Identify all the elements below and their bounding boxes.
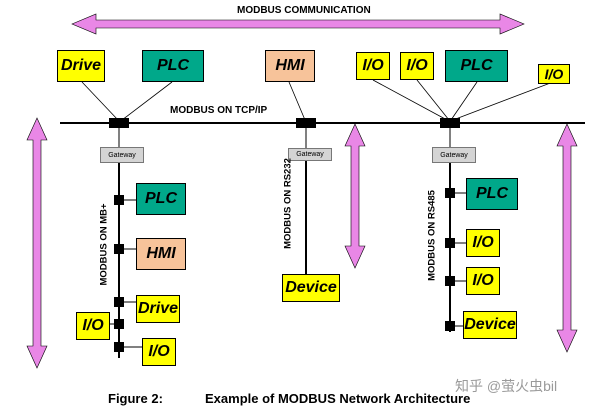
mb-plus-io-bottom-box: I/O — [142, 338, 176, 366]
rs485-device-box: Device — [463, 311, 517, 339]
mb-plus-plc-box: PLC — [136, 183, 186, 215]
top-plc-left-box: PLC — [142, 50, 204, 82]
top-plc-right-box: PLC — [445, 50, 508, 82]
left-vertical-arrow — [26, 117, 48, 369]
gateway-right: Gateway — [432, 147, 476, 163]
communication-arrow — [71, 13, 525, 35]
watermark-text: 知乎 @萤火虫bil — [455, 378, 558, 394]
gateway-left: Gateway — [100, 147, 144, 163]
rs485-io-2-box: I/O — [466, 267, 500, 295]
top-drive-box: Drive — [57, 50, 105, 82]
top-io-3-box: I/O — [538, 64, 570, 84]
figure-caption: Example of MODBUS Network Architecture — [205, 391, 471, 406]
right-vertical-arrow — [556, 123, 578, 353]
rs485-io-1-box: I/O — [466, 229, 500, 257]
rs232-label: MODBUS ON RS232 — [282, 158, 294, 249]
mb-plus-drive-box: Drive — [136, 295, 180, 323]
rs485-label: MODBUS ON RS485 — [426, 190, 438, 281]
gateway-middle: Gateway — [288, 148, 332, 161]
rs485-plc-box: PLC — [466, 178, 518, 210]
mb-plus-label: MODBUS ON MB+ — [98, 203, 110, 286]
rs232-device-box: Device — [282, 274, 340, 302]
top-hmi-box: HMI — [265, 50, 315, 82]
modbus-communication-title: MODBUS COMMUNICATION — [237, 5, 371, 16]
top-io-2-box: I/O — [400, 52, 434, 80]
bus-node-right — [440, 118, 460, 128]
tcp-ip-label: MODBUS ON TCP/IP — [170, 105, 268, 116]
bus-node-middle — [296, 118, 316, 128]
mb-plus-io-left-box: I/O — [76, 312, 110, 340]
figure-number: Figure 2: — [108, 391, 163, 406]
bus-node-left — [109, 118, 129, 128]
mb-plus-hmi-box: HMI — [136, 238, 186, 270]
top-io-1-box: I/O — [356, 52, 390, 80]
middle-vertical-arrow — [344, 123, 366, 269]
